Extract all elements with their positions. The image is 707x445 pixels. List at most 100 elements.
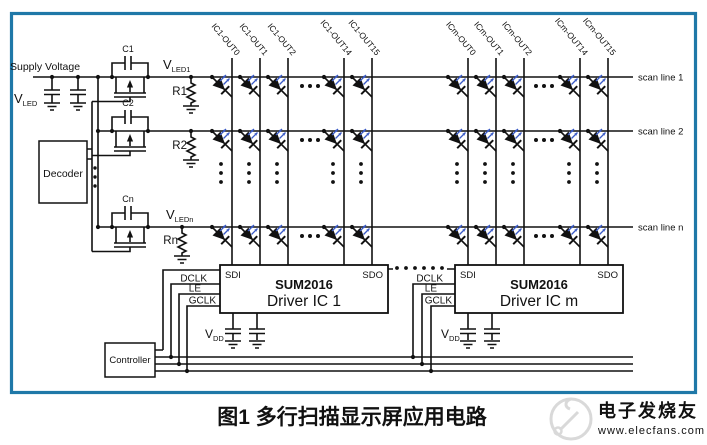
led-triangle	[476, 227, 489, 240]
led-anode-junction	[321, 224, 327, 230]
led-emission-arrowhead	[366, 132, 370, 136]
led-emission-arrowhead	[570, 75, 574, 79]
led-triangle	[588, 77, 601, 90]
led-anode-junction	[445, 74, 451, 80]
vledn-label: VLEDn	[166, 207, 193, 224]
led-cathode-bar	[220, 235, 230, 245]
controller-label: Controller	[109, 355, 150, 366]
junction-dot	[176, 361, 182, 367]
led-triangle	[448, 131, 461, 144]
led-anode-junction	[501, 128, 507, 134]
row-ellipsis-dot	[550, 138, 554, 142]
led-cathode-bar	[596, 85, 606, 95]
column-continuation-dot	[331, 171, 335, 175]
row-ellipsis-dot	[300, 138, 304, 142]
led-cathode-bar	[568, 139, 578, 149]
led-emission-arrowhead	[602, 228, 606, 232]
row-ellipsis-dot	[308, 84, 312, 88]
led-emission-arrowhead	[486, 129, 490, 133]
junction-dot	[95, 74, 101, 80]
led-emission-arrowhead	[366, 228, 370, 232]
led-emission-arrowhead	[278, 225, 282, 229]
led-anode-junction	[557, 74, 563, 80]
led-emission-arrowhead	[602, 132, 606, 136]
watermark-logo-trace	[558, 397, 580, 432]
driver1-part-number: SUM2016	[275, 277, 333, 292]
decoder-ellipsis-dot	[93, 184, 97, 188]
vled-label: VLED	[14, 91, 38, 108]
cascade-ellipsis-dot	[431, 266, 435, 270]
junction-dot	[188, 128, 194, 134]
led-cathode-bar	[248, 139, 258, 149]
driver1-sdo-pin: SDO	[362, 270, 383, 281]
junction-dot	[95, 128, 101, 134]
led-cathode-bar	[484, 85, 494, 95]
junction-dot	[145, 224, 151, 230]
junction-dot	[75, 74, 81, 80]
led-cathode-bar	[512, 235, 522, 245]
led-anode-junction	[473, 224, 479, 230]
led-emission-arrowhead	[254, 132, 258, 136]
driver2-gclk-label: GCLK	[425, 296, 453, 307]
scan-line-2-label: scan line 2	[638, 127, 683, 138]
led-anode-junction	[473, 74, 479, 80]
column-continuation-dot	[595, 180, 599, 184]
led-triangle	[448, 77, 461, 90]
resistor-rn	[174, 227, 190, 264]
column-continuation-dot	[595, 171, 599, 175]
led-emission-arrowhead	[490, 228, 494, 232]
led-cathode-bar	[568, 235, 578, 245]
led-anode-junction	[557, 128, 563, 134]
cascade-ellipsis-dot	[404, 266, 408, 270]
led-anode-junction	[349, 74, 355, 80]
led-emission-arrowhead	[574, 132, 578, 136]
row-ellipsis-dot	[550, 234, 554, 238]
pmos2-arrow	[126, 134, 134, 142]
led-anode-junction	[321, 74, 327, 80]
led-triangle	[504, 131, 517, 144]
led-emission-arrowhead	[598, 75, 602, 79]
led-emission-arrowhead	[518, 78, 522, 82]
led-cathode-bar	[596, 235, 606, 245]
junction-dot	[184, 368, 190, 374]
row-ellipsis-dot	[308, 138, 312, 142]
led-emission-arrowhead	[570, 129, 574, 133]
column-continuation-dot	[247, 162, 251, 166]
led-triangle	[240, 77, 253, 90]
junction-dot	[428, 368, 434, 374]
driver2-vdd-label: VDD	[441, 327, 460, 343]
led-emission-arrowhead	[282, 132, 286, 136]
led-emission-arrowhead	[462, 228, 466, 232]
driver1-vdd-label: VDD	[205, 327, 224, 343]
column-continuation-dot	[219, 171, 223, 175]
led-cathode-bar	[276, 235, 286, 245]
led-triangle	[560, 227, 573, 240]
column-continuation-dot	[483, 171, 487, 175]
led-triangle	[212, 77, 225, 90]
driver1-sdi-pin: SDI	[225, 270, 241, 281]
decoder-ellipsis-dot	[93, 175, 97, 179]
column-continuation-dot	[331, 180, 335, 184]
led-cathode-bar	[360, 139, 370, 149]
rn-label: Rn	[163, 235, 178, 247]
supply-voltage-label: Supply Voltage	[10, 61, 80, 73]
vled1-label: VLED1	[163, 57, 190, 74]
led-emission-arrowhead	[226, 132, 230, 136]
led-emission-arrowhead	[334, 129, 338, 133]
row-ellipsis-dot	[542, 84, 546, 88]
led-anode-junction	[501, 224, 507, 230]
led-emission-arrowhead	[226, 228, 230, 232]
led-emission-arrowhead	[574, 228, 578, 232]
led-anode-junction	[209, 128, 215, 134]
led-emission-arrowhead	[250, 129, 254, 133]
led-emission-arrowhead	[254, 78, 258, 82]
led-triangle	[212, 131, 225, 144]
driver2-name: Driver IC m	[500, 293, 578, 310]
led-triangle	[240, 131, 253, 144]
led-anode-junction	[265, 128, 271, 134]
led-emission-arrowhead	[462, 132, 466, 136]
driver-ic-1-box	[219, 264, 389, 314]
led-emission-arrowhead	[278, 129, 282, 133]
column-continuation-dot	[567, 171, 571, 175]
led-anode-junction	[585, 74, 591, 80]
